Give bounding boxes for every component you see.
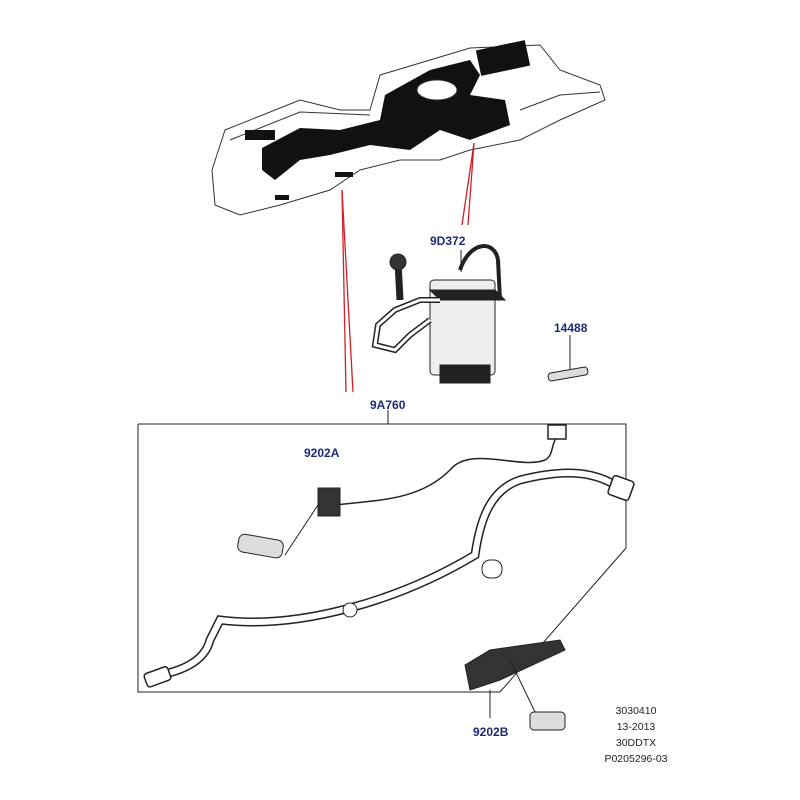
sender-a-illustration (237, 487, 341, 559)
footer-code-2: 13-2013 (616, 721, 656, 733)
footer-code-1: 3030410 (615, 705, 657, 717)
clip-illustration (547, 335, 589, 382)
callout-sender-b[interactable]: 9202B (473, 725, 509, 739)
pump-opening (416, 79, 458, 101)
callout-clip[interactable]: 14488 (554, 321, 588, 335)
sender-b-illustration (464, 639, 566, 731)
wiring-harness (143, 424, 635, 688)
leader-lines (341, 142, 475, 393)
callout-harness-kit[interactable]: 9A760 (370, 398, 406, 412)
callout-fuel-pump[interactable]: 9D372 (430, 234, 466, 248)
footer-code-3: 30DDTX (615, 737, 657, 749)
fuel-pump-illustration (371, 244, 507, 384)
footer-code-4: P0205296-03 (604, 753, 668, 765)
callout-sender-a[interactable]: 9202A (304, 446, 340, 460)
